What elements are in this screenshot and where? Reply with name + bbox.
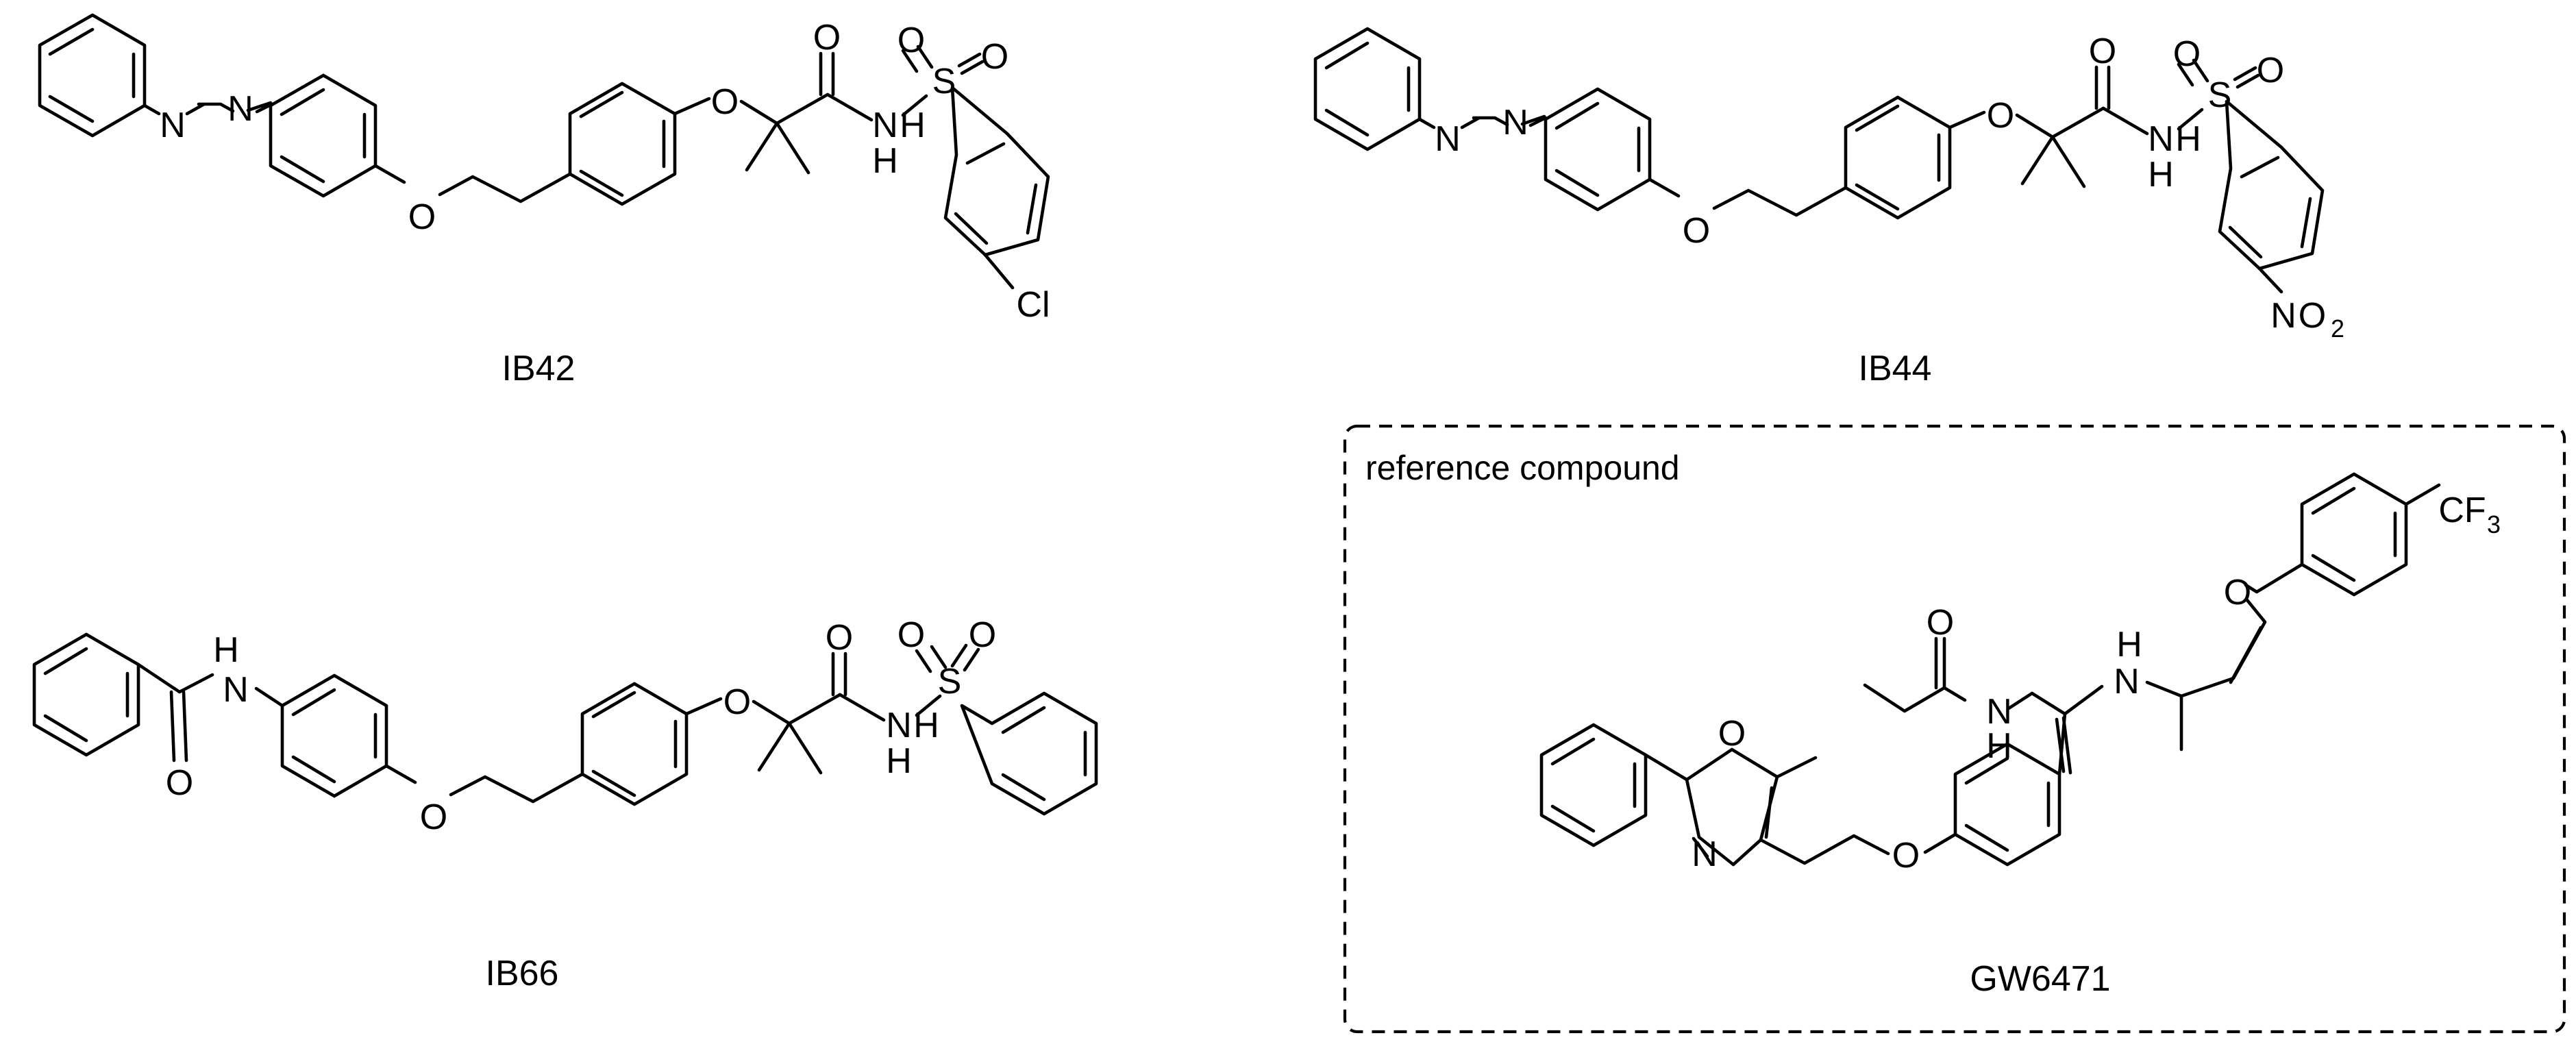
gw6471-atom-n-enamine: N (2114, 662, 2140, 702)
gw6471-bonds (1539, 472, 2441, 867)
ib42-atom-labels: N N O O O N H H S O O Cl (160, 18, 1050, 325)
compound-ib66: H N O O O O N H H S O O IB66 (32, 615, 1098, 993)
ib44-atom-h-amide-right: H (2175, 119, 2201, 159)
gw6471-atom-n-amide: N (1986, 692, 2012, 732)
ib42-atom-o-ether: O (408, 197, 436, 237)
gw6471-atom-cf3: CF (2438, 491, 2486, 530)
ib44-atom-o-sulfonyl-2: O (2257, 51, 2284, 90)
ib44-atom-o-aryl: O (1987, 96, 2014, 136)
reference-box-border (1343, 424, 2566, 1034)
ib66-atom-o-sulfonyl-2: O (969, 615, 996, 655)
ib44-compound-label: IB44 (1859, 349, 1932, 388)
ib44-atom-s: S (2208, 75, 2232, 115)
ib44-atom-n2: N (1502, 103, 1528, 142)
ib44-atom-labels: N N O O O N H H S O O N O 2 (1435, 32, 2344, 343)
ib44-atom-nitro-subscript: 2 (2331, 314, 2344, 343)
ib42-atom-cl: Cl (1016, 285, 1050, 325)
ib66-atom-labels: H N O O O O N H H S O O (166, 615, 996, 837)
ib44-atom-o-sulfonyl-1: O (2173, 34, 2201, 74)
ib66-atom-o-sulfonyl-1: O (897, 615, 925, 655)
ib44-bonds (1313, 27, 2325, 294)
gw6471-atom-cf3-subscript: 3 (2487, 510, 2501, 538)
ib42-atom-o-aryl: O (711, 82, 739, 122)
ib42-atom-n1: N (160, 106, 186, 145)
compound-ib42: N N O O O N H H S O O Cl IB42 (38, 13, 1050, 388)
ib66-atom-o-amide: O (166, 763, 193, 803)
ib42-atom-h-amide-right: H (900, 106, 926, 145)
ib44-atom-h-amide: H (2148, 155, 2174, 195)
ib44-atom-nitro-n: N (2270, 296, 2296, 336)
ib66-bonds (32, 632, 1098, 816)
gw6471-atom-labels: CF 3 O N H O N H O N O (1692, 491, 2501, 876)
ib44-atom-o-ether: O (1683, 211, 1710, 251)
ib44-atom-n-amide: N (2148, 119, 2174, 159)
ib44-atom-nitro-o: O (2299, 296, 2326, 336)
ib42-atom-n-amide: N (872, 106, 898, 145)
ib44-atom-o-carbonyl: O (2089, 32, 2116, 71)
ib42-compound-label: IB42 (502, 349, 575, 388)
ib42-bonds (38, 13, 1050, 290)
gw6471-atom-o-amide: O (1927, 603, 1954, 643)
gw6471-compound-label: GW6471 (1970, 959, 2110, 999)
ib66-atom-o-aryl: O (723, 682, 751, 722)
gw6471-atom-h-enamine: H (2116, 625, 2142, 665)
reference-box-label: reference compound (1365, 449, 1680, 487)
compound-ib44: N N O O O N H H S O O N O 2 IB44 (1313, 27, 2344, 388)
ib42-atom-h-amide: H (872, 141, 898, 181)
gw6471-atom-o-ketone: O (2224, 573, 2251, 612)
ib66-atom-o-ether: O (420, 797, 447, 837)
ib66-atom-n-sulfonamide: N (886, 706, 912, 745)
ib66-atom-n-amide: N (223, 670, 249, 710)
ib42-atom-n2: N (227, 89, 253, 129)
ib66-atom-h-amide: H (213, 630, 239, 670)
ib66-atom-h-sulfonamide: H (886, 741, 912, 781)
ib42-atom-s: S (932, 62, 956, 101)
compound-gw6471: CF 3 O N H O N H O N O GW6471 (1539, 472, 2501, 999)
ib44-atom-n1: N (1435, 119, 1461, 159)
ib66-compound-label: IB66 (486, 954, 559, 993)
ib42-atom-o-sulfonyl-1: O (897, 21, 925, 60)
ib42-atom-o-carbonyl: O (813, 18, 841, 58)
ib42-atom-o-sulfonyl-2: O (981, 37, 1008, 77)
reference-compound-box: reference compound (1343, 424, 2566, 1034)
ib66-atom-s: S (938, 662, 962, 702)
gw6471-atom-o-oxazole: O (1718, 714, 1746, 754)
gw6471-atom-n-oxazole: N (1692, 834, 1718, 874)
ib66-atom-o-carbonyl: O (826, 618, 853, 658)
gw6471-atom-o-ether: O (1892, 836, 1920, 876)
ib66-atom-h-sulfonamide-right: H (913, 706, 939, 745)
gw6471-atom-h-amide: H (1986, 726, 2012, 766)
